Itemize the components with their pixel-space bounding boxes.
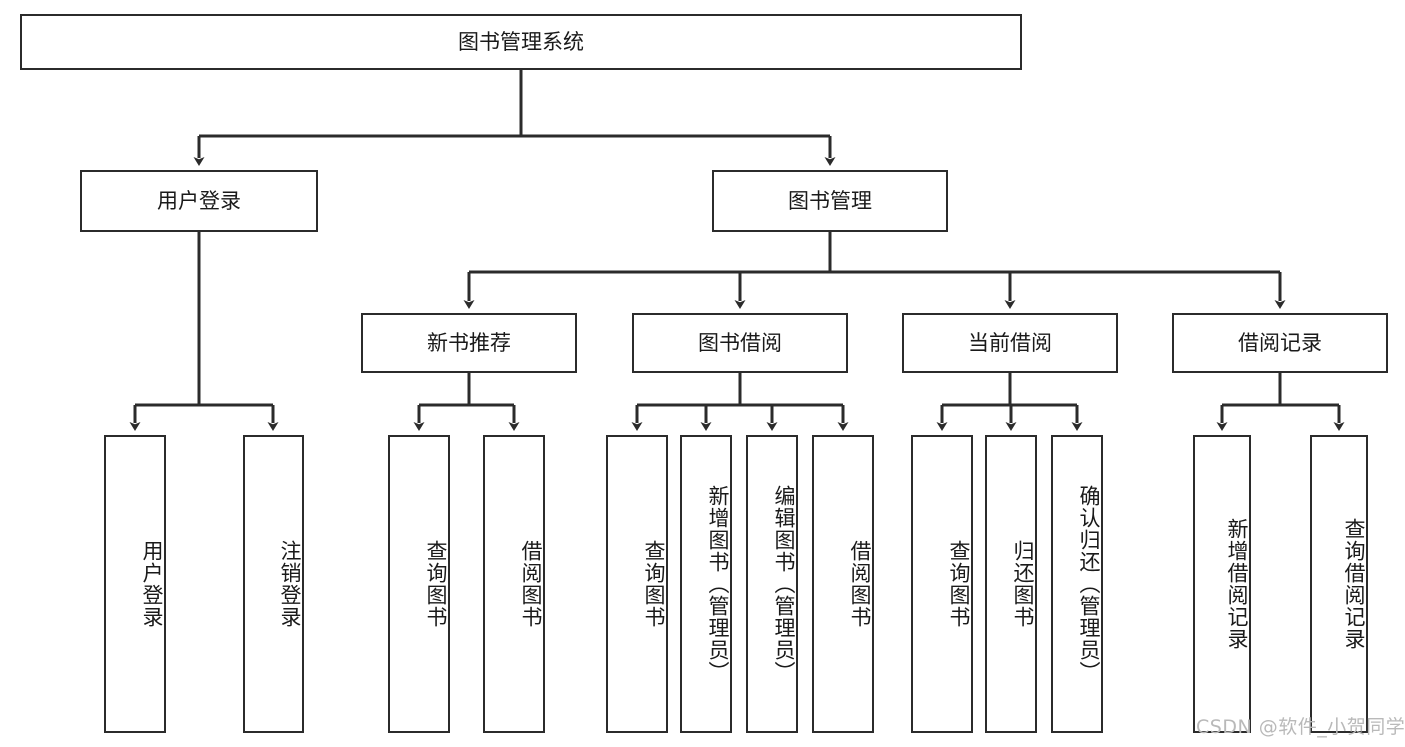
node-book-manage[interactable]: 图书管理 bbox=[712, 170, 948, 232]
node-leaf-add-borrow-record-label: 新增借阅记录 bbox=[1225, 518, 1249, 650]
node-book-manage-label: 图书管理 bbox=[788, 188, 872, 213]
node-leaf-borrow-book[interactable]: 借阅图书 bbox=[812, 435, 874, 733]
node-leaf-query-book-current[interactable]: 查询图书 bbox=[911, 435, 973, 733]
node-leaf-query-borrow-record[interactable]: 查询借阅记录 bbox=[1310, 435, 1368, 733]
node-user-login[interactable]: 用户登录 bbox=[80, 170, 318, 232]
node-leaf-confirm-return-admin[interactable]: 确认归还（管理员） bbox=[1051, 435, 1103, 733]
node-root-system[interactable]: 图书管理系统 bbox=[20, 14, 1022, 70]
node-leaf-borrow-book-recommend-label: 借阅图书 bbox=[519, 540, 543, 628]
node-leaf-query-borrow-record-label: 查询借阅记录 bbox=[1342, 518, 1366, 650]
edge-group-new-book-rec-to-leaves bbox=[413, 373, 520, 431]
node-leaf-borrow-book-recommend[interactable]: 借阅图书 bbox=[483, 435, 545, 733]
node-borrow-record[interactable]: 借阅记录 bbox=[1172, 313, 1388, 373]
node-leaf-query-book-borrow[interactable]: 查询图书 bbox=[606, 435, 668, 733]
node-user-login-label: 用户登录 bbox=[157, 188, 241, 213]
node-leaf-edit-book-admin-label: 编辑图书（管理员） bbox=[772, 485, 796, 683]
node-leaf-query-book-recommend-label: 查询图书 bbox=[424, 540, 448, 628]
node-leaf-return-book-label: 归还图书 bbox=[1011, 540, 1035, 628]
node-leaf-add-book-admin[interactable]: 新增图书（管理员） bbox=[680, 435, 732, 733]
node-leaf-user-login-label: 用户登录 bbox=[140, 540, 164, 628]
node-leaf-query-book-current-label: 查询图书 bbox=[947, 540, 971, 628]
node-leaf-edit-book-admin[interactable]: 编辑图书（管理员） bbox=[746, 435, 798, 733]
node-leaf-query-book-recommend[interactable]: 查询图书 bbox=[388, 435, 450, 733]
node-book-borrow-label: 图书借阅 bbox=[698, 330, 782, 355]
node-new-book-recommend-label: 新书推荐 bbox=[427, 330, 511, 355]
node-leaf-confirm-return-admin-label: 确认归还（管理员） bbox=[1077, 485, 1101, 683]
node-current-borrow-label: 当前借阅 bbox=[968, 330, 1052, 355]
node-root-label: 图书管理系统 bbox=[458, 29, 584, 54]
node-leaf-add-borrow-record[interactable]: 新增借阅记录 bbox=[1193, 435, 1251, 733]
node-new-book-recommend[interactable]: 新书推荐 bbox=[361, 313, 577, 373]
edge-group-book-manage-to-level3 bbox=[463, 232, 1286, 309]
node-leaf-return-book[interactable]: 归还图书 bbox=[985, 435, 1037, 733]
node-leaf-query-book-borrow-label: 查询图书 bbox=[642, 540, 666, 628]
node-borrow-record-label: 借阅记录 bbox=[1238, 330, 1322, 355]
node-leaf-borrow-book-label: 借阅图书 bbox=[848, 540, 872, 628]
node-leaf-user-login[interactable]: 用户登录 bbox=[104, 435, 166, 733]
edge-group-root-to-level2 bbox=[193, 70, 836, 166]
edge-group-current-borrow-to-leaves bbox=[936, 373, 1083, 431]
node-leaf-logout-label: 注销登录 bbox=[278, 540, 302, 628]
node-current-borrow[interactable]: 当前借阅 bbox=[902, 313, 1118, 373]
csdn-watermark: CSDN @软件_小贺同学 bbox=[1196, 716, 1405, 738]
edge-group-book-borrow-to-leaves bbox=[631, 373, 849, 431]
node-book-borrow[interactable]: 图书借阅 bbox=[632, 313, 848, 373]
edge-group-user-login-to-leaves bbox=[129, 232, 279, 431]
node-leaf-add-book-admin-label: 新增图书（管理员） bbox=[706, 485, 730, 683]
node-leaf-logout[interactable]: 注销登录 bbox=[243, 435, 304, 733]
edge-group-borrow-record-to-leaves bbox=[1216, 373, 1345, 431]
